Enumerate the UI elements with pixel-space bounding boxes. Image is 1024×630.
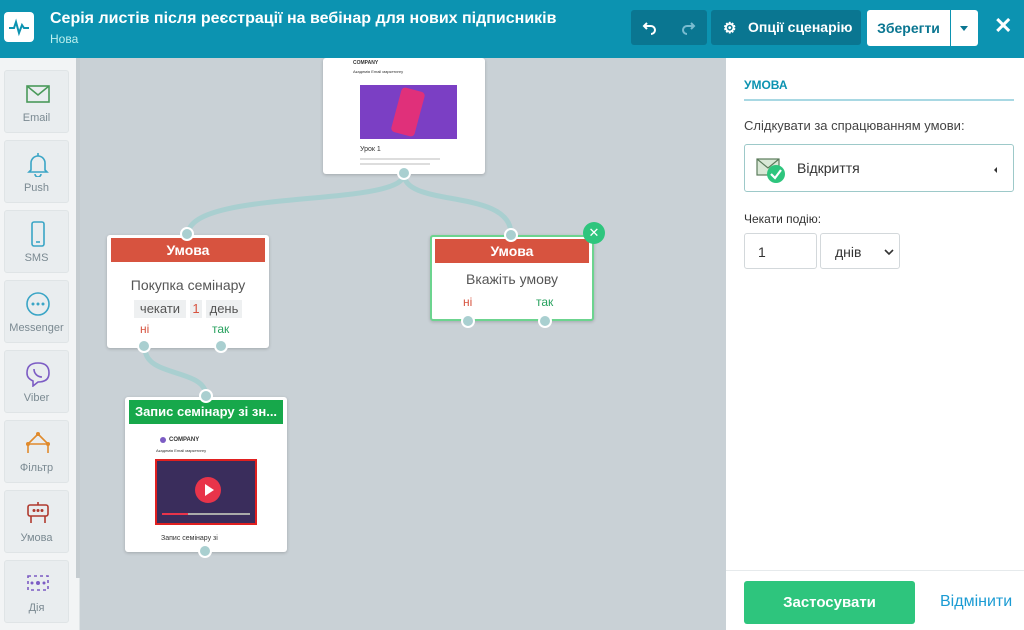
video-progress-bar (162, 513, 250, 515)
tool-push-label: Push (23, 182, 50, 194)
pulse-logo-icon (4, 12, 34, 42)
viber-icon (26, 362, 50, 387)
toolbox-scrollbar[interactable] (76, 58, 80, 578)
email2-company: COMPANY (169, 437, 200, 443)
email2-output-port[interactable] (198, 544, 212, 558)
condition-card-empty[interactable]: Умова Вкажіть умову ні так ✕ (430, 222, 605, 328)
cond2-header: Умова (435, 239, 589, 263)
condition-icon (27, 502, 49, 523)
wait-number-input[interactable]: 1 (744, 233, 817, 269)
wait-unit-value: днів (835, 244, 862, 260)
cond1-header: Умова (111, 238, 265, 262)
gear-icon: ⚙ (723, 20, 737, 37)
condition-card-purchase[interactable]: Умова Покупка семінару чекати 1 день ні … (107, 227, 269, 353)
cond1-wait-label: чекати (134, 300, 186, 318)
delete-node-icon[interactable]: ✕ (583, 222, 605, 244)
tool-email-label: Email (22, 112, 51, 124)
top-bar: Серія листів після реєстрації на вебінар… (0, 0, 1024, 58)
tool-filter[interactable]: Фільтр (4, 420, 69, 483)
save-dropdown-button[interactable] (951, 10, 978, 46)
cond2-no-port[interactable] (461, 314, 475, 328)
email-card-recording[interactable]: Запис семінару зі зн... COMPANY Академія… (125, 389, 287, 558)
filter-icon (26, 432, 50, 453)
close-icon[interactable]: ✕ (994, 13, 1013, 38)
phone-image (360, 85, 457, 139)
tool-email[interactable]: Email (4, 70, 69, 133)
email2-input-port[interactable] (199, 389, 213, 403)
cond1-no-label: ні (140, 322, 150, 336)
tool-condition-label: Умова (20, 532, 53, 544)
cond2-input-port[interactable] (504, 228, 518, 242)
tool-filter-label: Фільтр (19, 462, 54, 474)
tool-push[interactable]: Push (4, 140, 69, 203)
phone-shape (390, 86, 426, 138)
undo-icon (642, 22, 656, 35)
tool-action-label: Дія (28, 602, 45, 614)
email1-company: COMPANY (353, 60, 379, 66)
undo-button[interactable] (631, 10, 669, 45)
cond1-no-port[interactable] (137, 339, 151, 353)
cond2-title: Вкажіть умову (465, 271, 558, 287)
tool-condition[interactable]: Умова (4, 490, 69, 553)
email2-subtitle: Академія Email маркетингу (156, 448, 207, 453)
tool-sms-label: SMS (24, 252, 49, 264)
redo-icon (682, 22, 696, 35)
panel-footer-divider (726, 570, 1024, 571)
panel-heading-divider (744, 99, 1014, 101)
condition-select[interactable]: Відкриття (744, 144, 1014, 192)
tool-messenger-label: Messenger (9, 322, 64, 334)
scenario-title: Серія листів після реєстрації на вебінар… (50, 10, 557, 27)
email1-subtitle: Академія Email маркетингу (353, 69, 404, 74)
cond1-wait-number: 1 (190, 300, 202, 318)
track-condition-label: Слідкувати за спрацюванням умови: (744, 118, 965, 133)
element-toolbox: Email Push SMS Messenger Viber Фільтр Ум… (0, 58, 80, 630)
condition-select-value: Відкриття (797, 160, 860, 176)
text-placeholder (360, 163, 430, 165)
tool-viber-label: Viber (23, 392, 50, 404)
scenario-status: Нова (50, 32, 79, 46)
save-button[interactable]: Зберегти (867, 10, 950, 46)
tool-messenger[interactable]: Messenger (4, 280, 69, 343)
phone-icon (31, 221, 45, 247)
envelope-icon (26, 85, 50, 103)
workflow-canvas[interactable]: COMPANY Академія Email маркетингу Урок 1… (80, 58, 725, 630)
cond1-title: Покупка семінару (130, 277, 246, 293)
tool-sms[interactable]: SMS (4, 210, 69, 273)
cond1-input-port[interactable] (180, 227, 194, 241)
email1-output-port[interactable] (397, 166, 411, 180)
scenario-options-button[interactable]: ⚙ Опції сценарію (711, 10, 861, 45)
play-icon (195, 477, 221, 503)
chat-icon (26, 292, 50, 316)
bell-icon (27, 153, 49, 177)
cond2-yes-port[interactable] (538, 314, 552, 328)
email2-caption: Запис семінару зі (161, 535, 218, 542)
envelope-check-icon (756, 158, 785, 183)
email-card-lesson1[interactable]: COMPANY Академія Email маркетингу Урок 1 (323, 58, 485, 180)
chevron-down-icon (884, 249, 894, 256)
cond1-yes-port[interactable] (214, 339, 228, 353)
tool-action[interactable]: Дія (4, 560, 69, 623)
cond1-yes-label: так (212, 322, 230, 336)
apply-button[interactable]: Застосувати (744, 581, 915, 624)
scenario-options-label: Опції сценарію (748, 19, 853, 35)
panel-heading: УМОВА (744, 78, 788, 92)
action-icon (27, 575, 49, 591)
wait-unit-select[interactable]: днів (820, 233, 900, 269)
company-logo-dot (160, 437, 166, 443)
cond1-wait-unit: день (206, 300, 242, 318)
video-thumbnail (155, 459, 257, 525)
cancel-link[interactable]: Відмінити (940, 593, 1013, 610)
redo-button[interactable] (669, 10, 707, 45)
text-placeholder (360, 158, 440, 160)
connection-lines (142, 173, 514, 397)
tool-viber[interactable]: Viber (4, 350, 69, 413)
email1-preview-text: Урок 1 (360, 146, 381, 153)
chevron-left-icon (994, 167, 997, 173)
email2-header: Запис семінару зі зн... (129, 400, 283, 424)
cond2-yes-label: так (536, 295, 554, 309)
wait-event-label: Чекати подію: (744, 212, 822, 226)
settings-panel: УМОВА Слідкувати за спрацюванням умови: … (726, 58, 1024, 630)
cond2-no-label: ні (463, 295, 473, 309)
